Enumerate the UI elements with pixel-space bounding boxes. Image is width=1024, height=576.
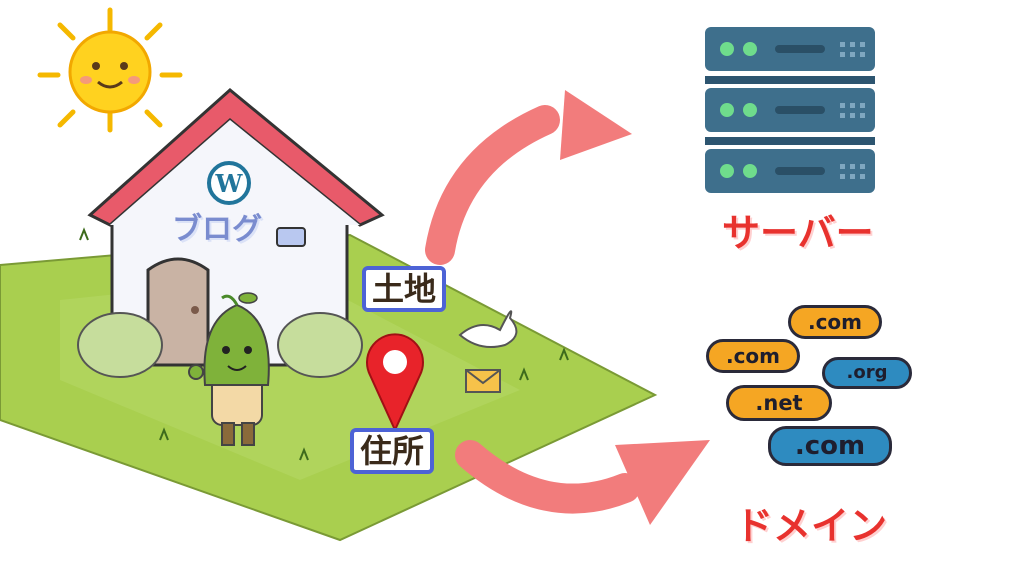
server-icon	[705, 27, 875, 193]
domain-pill-org: .org	[822, 357, 912, 389]
domain-pill-net: .net	[726, 385, 832, 421]
sun-icon	[37, 7, 183, 133]
domain-pill-com-bottom: .com	[768, 426, 892, 466]
domain-pill-com-left: .com	[706, 339, 800, 373]
bush-left	[77, 312, 163, 378]
arrow-to-domain	[455, 440, 710, 525]
server-label: サーバー	[722, 211, 874, 255]
arrow-to-server	[425, 90, 632, 265]
domain-pill-com-top: .com	[788, 305, 882, 339]
svg-text:W: W	[215, 169, 244, 198]
land-label: 土地	[362, 266, 447, 312]
dove-icon	[458, 310, 518, 348]
bush-right	[277, 312, 363, 378]
sprout-character	[188, 292, 270, 446]
wordpress-icon: W	[207, 161, 251, 205]
location-pin-icon	[366, 333, 424, 433]
envelope-icon	[465, 369, 501, 393]
address-label: 住所	[350, 428, 435, 474]
domain-label: ドメイン	[735, 504, 888, 548]
blog-label: ブログ	[172, 212, 262, 247]
